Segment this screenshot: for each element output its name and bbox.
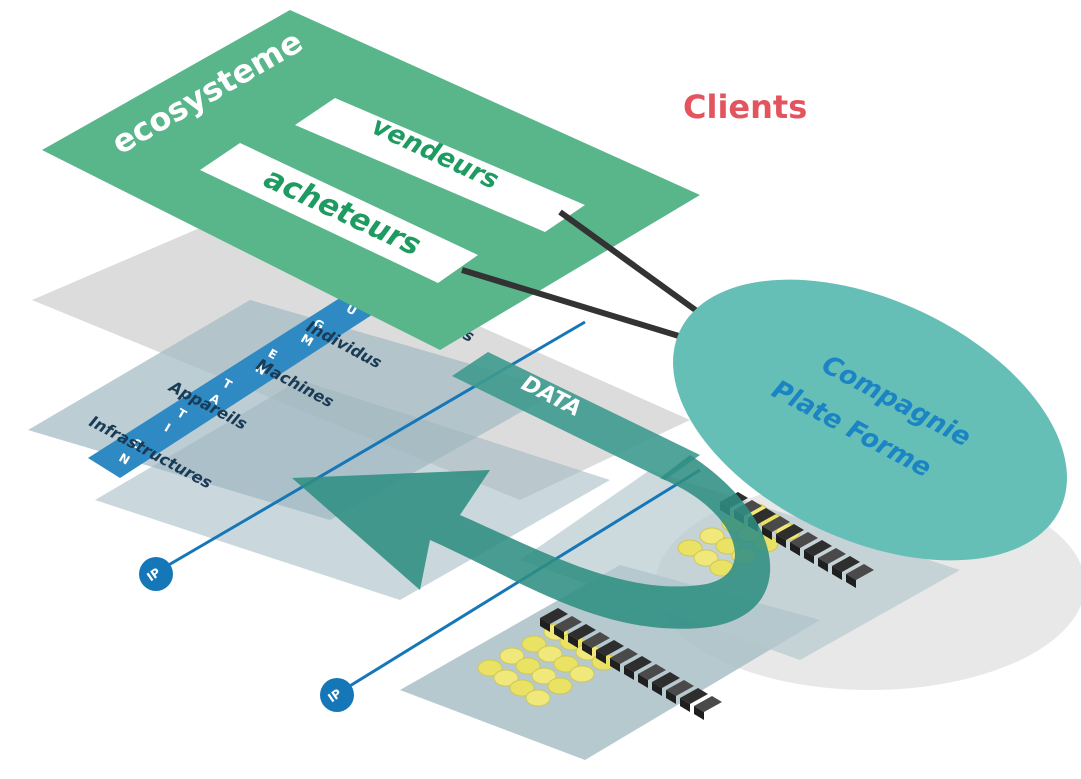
sellers-arrow [558,209,714,325]
server-block [762,516,790,532]
server-block [776,524,804,540]
augmentation-letter: I [162,421,173,435]
ip-badge-1: IP [139,557,173,591]
server-block [624,656,652,672]
server-block-side [554,626,564,640]
server-block-side [804,550,814,564]
server-block [832,556,860,572]
server-block [666,680,694,696]
yellow-chip [569,665,595,683]
server-block-side [666,690,676,704]
server-block [554,616,582,632]
ip-line-1 [159,320,586,572]
server-block [818,548,846,564]
yellow-chip [531,667,557,685]
yellow-chip [515,657,541,675]
server-block-side [680,698,690,712]
server-block [694,696,722,712]
server-block-side [652,682,662,696]
server-block-side [832,566,842,580]
server-block [540,608,568,624]
server-block [610,648,638,664]
dark-server-stack-bottom [540,608,722,720]
yellow-chip [525,689,551,707]
server-block [638,664,666,680]
buyers-arrow [461,267,693,343]
yellow-chip [547,677,573,695]
server-block-side [540,618,550,632]
server-block-side [596,650,606,664]
server-block [596,640,624,656]
server-block-side [694,706,704,720]
server-block-side [624,666,634,680]
data-arrow [292,455,771,629]
data-band [452,352,700,480]
server-block [790,532,818,548]
server-block-side [846,574,856,588]
sellers-box [295,98,585,232]
server-block-side [582,642,592,656]
server-block [582,632,610,648]
yellow-chip [553,655,579,673]
server-block [846,564,874,580]
yellow-chip [499,647,525,665]
server-block [680,688,708,704]
ip-badge-2: IP [320,678,354,712]
server-block [804,540,832,556]
server-block-side [638,674,648,688]
server-block-side [776,534,786,548]
yellow-chip [693,549,719,567]
ip-badge-2-circle [320,678,354,712]
server-block-side [762,526,772,540]
ip-badge-1-circle [139,557,173,591]
yellow-chip [699,527,725,545]
yellow-chip [677,539,703,557]
server-block-side [818,558,828,572]
augmentation-letters: AUGMENTATION [117,286,373,467]
yellow-chip [477,659,503,677]
server-block-side [790,542,800,556]
ecosystem-card [42,10,700,350]
buyers-box [200,143,478,283]
server-block-side [568,634,578,648]
augmentation-bar [88,282,395,478]
clients-label: Clients [683,88,807,126]
yellow-chip [509,679,535,697]
yellow-chip [521,635,547,653]
yellow-chip [537,645,563,663]
yellow-chip [493,669,519,687]
platform-ellipse [673,279,1067,561]
server-block-side [610,658,620,672]
server-block [568,624,596,640]
server-block [652,672,680,688]
